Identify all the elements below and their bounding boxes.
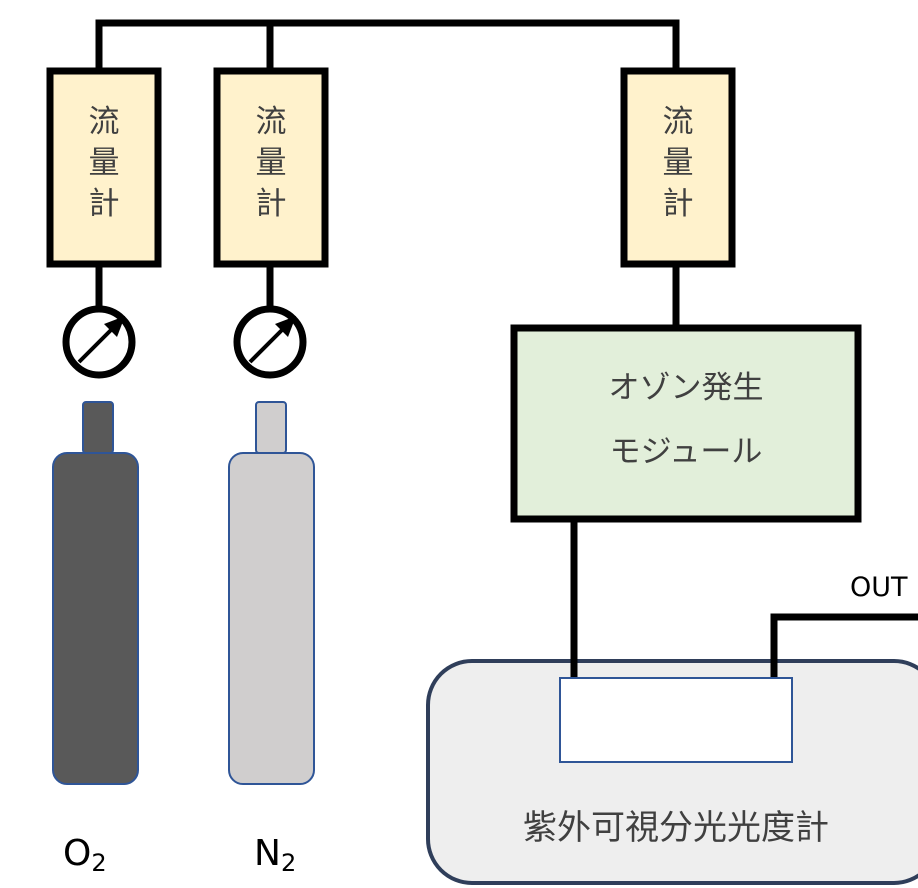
flowmeter-3-char-1: 流 xyxy=(663,104,694,140)
gas-cylinder-o2 xyxy=(52,401,139,785)
cylinder-n2-label: N2 xyxy=(254,833,296,877)
spectrometer-label: 紫外可視分光光度計 xyxy=(523,808,829,848)
flowmeter-1-char-3: 計 xyxy=(89,186,120,222)
flow-cell xyxy=(559,677,793,763)
outlet-line xyxy=(770,613,918,680)
flowmeter-2: 流 量 計 xyxy=(213,67,329,268)
connector-lines xyxy=(95,264,680,327)
flowmeter-2-char-2: 量 xyxy=(256,145,287,181)
cylinder-n2-subscript: 2 xyxy=(281,849,296,877)
flowmeter-3-char-3: 計 xyxy=(663,186,694,222)
outlet-label: OUT xyxy=(850,572,908,603)
gas-cylinder-n2 xyxy=(228,401,315,785)
flowmeter-1-char-2: 量 xyxy=(89,145,120,181)
top-gas-line xyxy=(95,19,680,68)
cylinder-o2-subscript: 2 xyxy=(91,849,106,877)
flowmeter-3: 流 量 計 xyxy=(620,67,736,268)
ozone-module-line1: オゾン発生 xyxy=(609,370,764,406)
pressure-gauge-icon xyxy=(233,305,307,379)
ozone-module-line2: モジュール xyxy=(610,434,763,470)
cylinder-o2-gas: O xyxy=(63,833,91,874)
flowmeter-1-char-1: 流 xyxy=(89,104,120,140)
ozone-generator-module: オゾン発生 モジュール xyxy=(510,324,862,523)
flowmeter-1: 流 量 計 xyxy=(46,67,162,268)
flowmeter-3-char-2: 量 xyxy=(663,145,694,181)
cylinder-o2-label: O2 xyxy=(63,833,107,877)
spectrometer-body xyxy=(426,659,918,885)
flowmeter-2-char-1: 流 xyxy=(256,104,287,140)
cylinder-n2-gas: N xyxy=(254,833,281,874)
flowmeter-2-char-3: 計 xyxy=(256,186,287,222)
pressure-gauge-icon xyxy=(62,305,136,379)
